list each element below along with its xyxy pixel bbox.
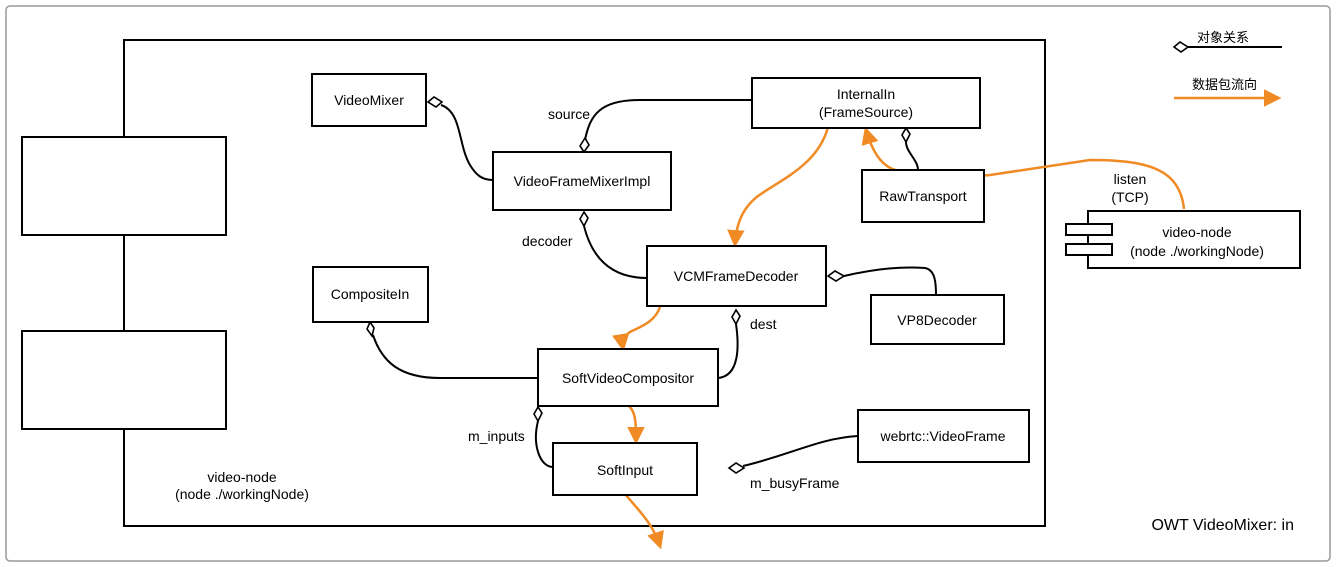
node-webrtc-video-frame — [857, 409, 1030, 463]
container-label-line1: video-node — [207, 469, 276, 485]
external-node-port-top — [1065, 223, 1113, 236]
edge-label-m-busy-frame: m_busyFrame — [750, 475, 840, 491]
diamond-decoder — [579, 210, 589, 228]
legend-relation-label: 对象关系 — [1197, 30, 1249, 45]
edge-label-m-inputs: m_inputs — [468, 428, 525, 444]
diamond-compositein — [366, 320, 375, 338]
edge-mixer-impl — [440, 104, 494, 181]
node-video-mixer-label: VideoMixer — [334, 92, 404, 108]
node-vcm-frame-decoder-label: VCMFrameDecoder — [674, 268, 799, 284]
node-soft-input — [552, 442, 698, 496]
edge-label-tcp: (TCP) — [1111, 189, 1148, 205]
node-vcm-frame-decoder — [646, 245, 827, 307]
external-node-port-bottom — [1065, 243, 1113, 256]
node-vp8-decoder — [870, 294, 1005, 345]
diamond-softcompositor — [533, 405, 543, 423]
edge-label-dest: dest — [750, 316, 777, 332]
external-node-label-line2: (node ./workingNode) — [1130, 243, 1264, 259]
diagram-title: OWT VideoMixer: in — [1151, 517, 1294, 534]
edge-vp8 — [843, 266, 937, 296]
left-box-top — [21, 136, 227, 236]
edge-m-busy-frame — [742, 435, 859, 467]
left-box-bottom — [21, 330, 227, 430]
edge-compositein — [372, 334, 538, 379]
container-label-line2: (node ./workingNode) — [175, 486, 309, 502]
diamond-softinput — [727, 462, 746, 474]
flow-internalin-to-vcm — [727, 126, 830, 248]
node-soft-video-compositor-label: SoftVideoCompositor — [562, 370, 694, 386]
edge-m-inputs — [534, 420, 554, 468]
edge-label-listen: listen — [1114, 171, 1147, 187]
diamond-dest — [731, 308, 741, 326]
edge-source — [584, 99, 752, 141]
node-video-mixer — [311, 73, 427, 127]
flow-softinput-out — [625, 494, 664, 550]
external-node-box — [1087, 210, 1301, 269]
node-video-frame-mixer-impl-label: VideoFrameMixerImpl — [514, 173, 651, 189]
diamond-source — [579, 136, 590, 154]
node-composite-in-label: CompositeIn — [331, 286, 410, 302]
node-soft-video-compositor — [537, 348, 719, 407]
external-node-label-line1: video-node — [1162, 224, 1231, 240]
node-raw-transport — [861, 169, 985, 223]
edge-label-source: source — [548, 106, 590, 122]
legend-flow-label: 数据包流向 — [1192, 77, 1257, 92]
flow-vcm-to-compositor — [612, 306, 662, 352]
diamond-videomixer — [426, 96, 444, 108]
node-internal-in-label-line1: InternalIn — [837, 86, 895, 102]
legend: 对象关系 数据包流向 — [1172, 30, 1282, 107]
diamond-vcm — [826, 270, 846, 282]
node-internal-in-label-line2: (FrameSource) — [819, 104, 913, 120]
node-soft-input-label: SoftInput — [597, 462, 653, 478]
node-raw-transport-label: RawTransport — [879, 188, 967, 204]
node-internal-in — [751, 77, 981, 129]
edge-label-decoder: decoder — [522, 233, 573, 249]
node-composite-in — [312, 266, 429, 323]
diamond-internalin — [901, 126, 911, 144]
edge-decoder — [583, 225, 648, 279]
node-webrtc-video-frame-label: webrtc::VideoFrame — [879, 428, 1005, 444]
flow-compositor-to-softinput — [627, 405, 645, 445]
node-video-frame-mixer-impl — [492, 151, 672, 211]
node-vp8-decoder-label: VP8Decoder — [897, 312, 977, 328]
edge-internalin-rawtransport — [905, 141, 919, 171]
outer-frame — [5, 5, 1331, 562]
edge-dest — [717, 323, 739, 379]
legend-diamond-icon — [1172, 41, 1190, 53]
